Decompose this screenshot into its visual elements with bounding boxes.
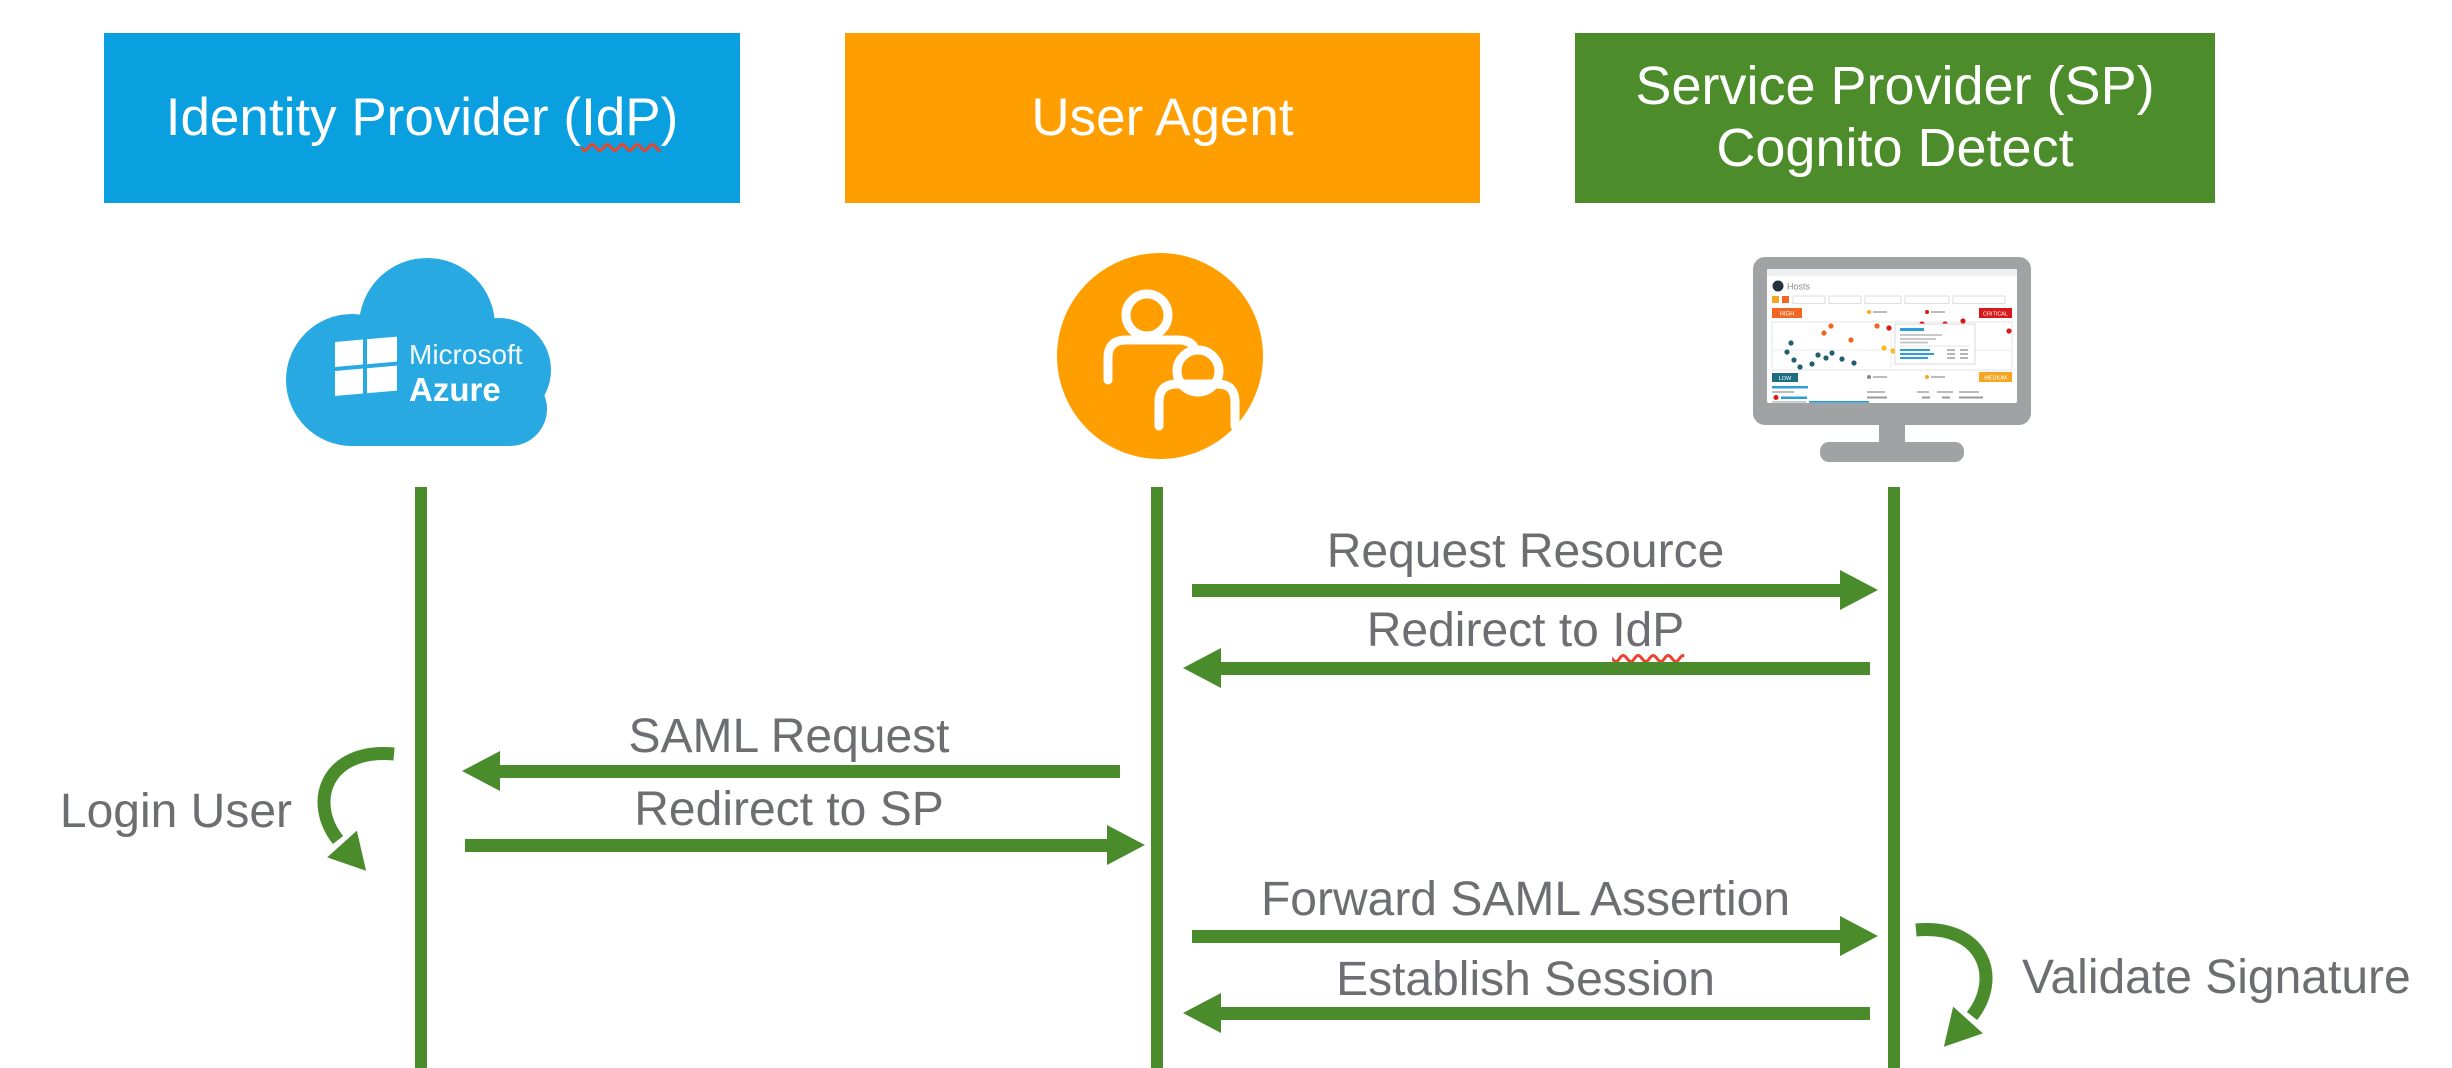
message-label-establish-session: Establish Session: [1336, 953, 1715, 1006]
arrow-request-resource: [1192, 570, 1878, 610]
idp-title: Identity Provider (IdP): [166, 88, 679, 148]
azure-brand-line2: Azure: [409, 371, 501, 408]
dashboard-filter-bar: [1772, 295, 2006, 304]
validate-signature-loop-icon: [1915, 923, 1993, 1047]
login-user-label: Login User: [59, 785, 292, 838]
user-agent-title: User Agent: [1031, 87, 1294, 147]
sp-lifeline: [1888, 487, 1900, 1068]
low-badge: [1772, 373, 1798, 382]
monitor-dashboard-screen: Hosts HIGH CRITICAL: [1767, 269, 2017, 403]
message-label-request-resource: Request Resource: [1326, 525, 1725, 578]
critical-badge-label: CRITICAL: [1983, 311, 2008, 317]
idp-title-misspelled: IdP: [581, 87, 661, 147]
high-badge-label: HIGH: [1780, 312, 1795, 318]
message-label-redirect-to-idp: Redirect to IdP: [1157, 603, 1894, 659]
high-badge: [1772, 308, 1802, 318]
sp-header-box: Service Provider (SP) Cognito Detect: [1575, 33, 2215, 203]
medium-badge-label: MEDIUM: [1984, 375, 2007, 381]
vectra-logo-icon: [1772, 280, 1784, 292]
redirect-to-idp-misspelled: IdP: [1612, 604, 1685, 657]
azure-brand-line1: Microsoft: [409, 339, 523, 370]
low-badge-label: LOW: [1779, 376, 1792, 382]
arrow-redirect-to-sp: [465, 825, 1145, 865]
redirect-to-idp-prefix: Redirect to: [1366, 604, 1613, 657]
arrow-forward-saml-assertion: [1192, 916, 1878, 956]
cognito-detect-monitor-icon: Hosts HIGH CRITICAL: [1753, 257, 2031, 462]
medium-badge: [1979, 372, 2012, 382]
message-label-saml-request: SAML Request: [628, 710, 950, 763]
login-user-loop-icon: [317, 747, 395, 871]
message-label-redirect-to-sp: Redirect to SP: [634, 783, 944, 836]
arrow-redirect-to-idp: [1183, 648, 1870, 688]
host-severity-scatter-plot: [1771, 318, 2013, 371]
user-agent-header-box: User Agent: [845, 33, 1480, 203]
sp-title-line2: Cognito Detect: [1716, 118, 2074, 178]
idp-header-box: Identity Provider (IdP): [104, 33, 740, 203]
dashboard-title: Hosts: [1787, 282, 1811, 292]
windows-flag-icon: [335, 336, 397, 396]
critical-badge: [1979, 308, 2012, 318]
microsoft-azure-cloud-icon: Microsoft Azure: [286, 258, 551, 446]
host-table: [1772, 386, 1983, 403]
message-label-forward-saml-assertion: Forward SAML Assertion: [1260, 873, 1791, 926]
validate-signature-label: Validate Signature: [2022, 951, 2411, 1004]
idp-title-prefix: Identity Provider (: [165, 87, 582, 147]
host-detail-tooltip: [1894, 323, 1976, 365]
sp-title-line1: Service Provider (SP): [1635, 56, 2155, 117]
arrow-saml-request: [462, 751, 1120, 791]
idp-title-suffix: ): [660, 87, 679, 147]
arrow-establish-session: [1183, 993, 1870, 1033]
user-agent-lifeline: [1151, 487, 1163, 1068]
user-agent-users-icon: [1057, 253, 1263, 459]
idp-lifeline: [415, 487, 427, 1068]
